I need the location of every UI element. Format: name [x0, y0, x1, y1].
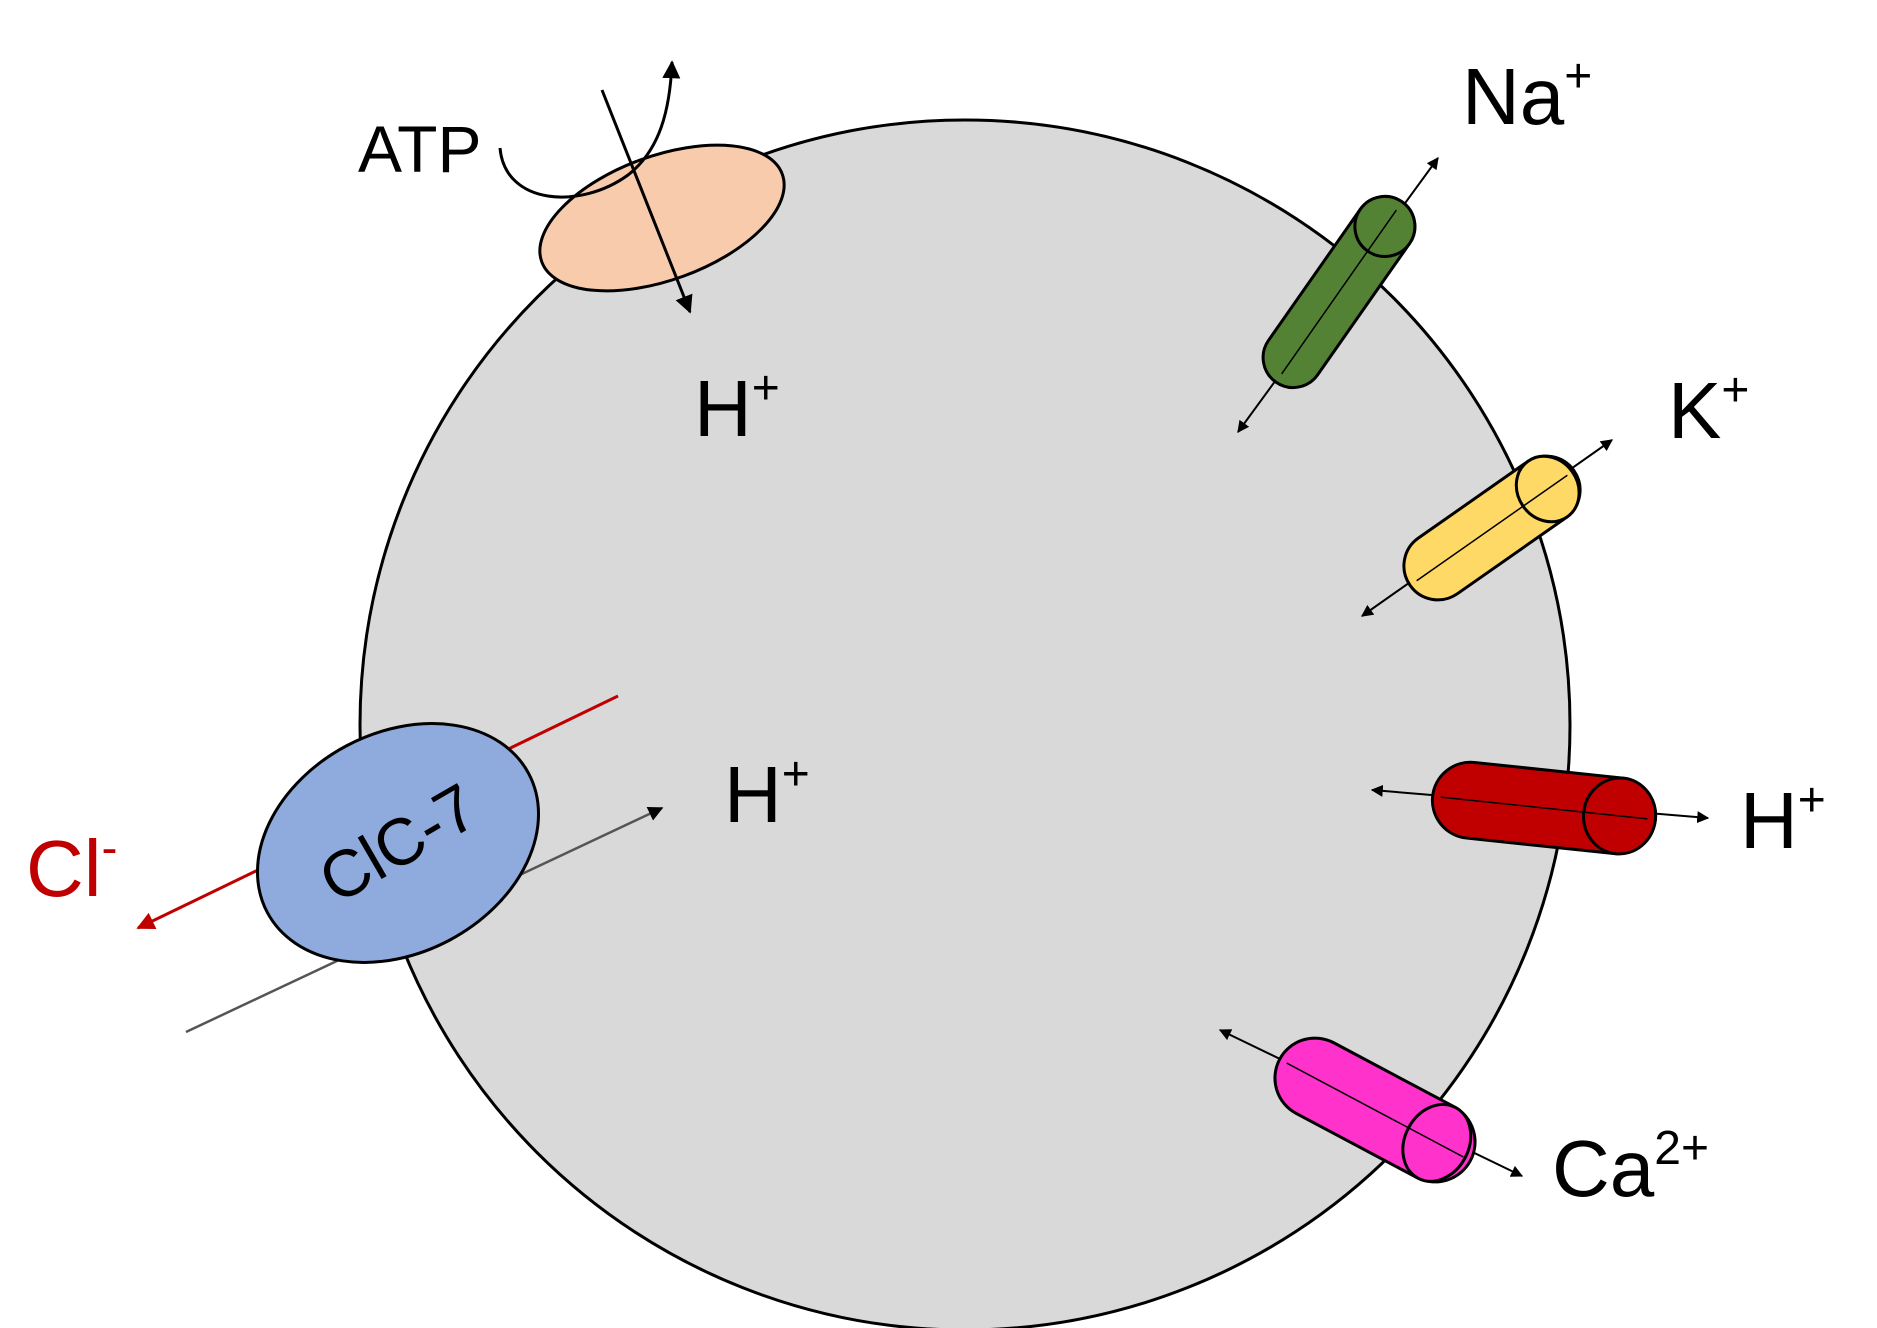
v-atpase-pump [498, 60, 786, 314]
na-label: Na+ [1462, 50, 1592, 141]
h-channel [1370, 760, 1710, 856]
atp-label: ATP [358, 112, 481, 186]
h-inside-top-label: H+ [694, 362, 780, 453]
na-channel [1237, 157, 1439, 433]
h-out-label: H+ [1740, 774, 1826, 865]
clc7-transporter: ClC-7 [136, 694, 664, 1034]
k-channel [1361, 439, 1613, 617]
ca-label: Ca2+ [1552, 1122, 1709, 1213]
cl-label: Cl- [26, 822, 118, 913]
ca-channel [1218, 1029, 1524, 1184]
k-label: K+ [1668, 364, 1749, 455]
h-inside-mid-label: H+ [724, 748, 810, 839]
